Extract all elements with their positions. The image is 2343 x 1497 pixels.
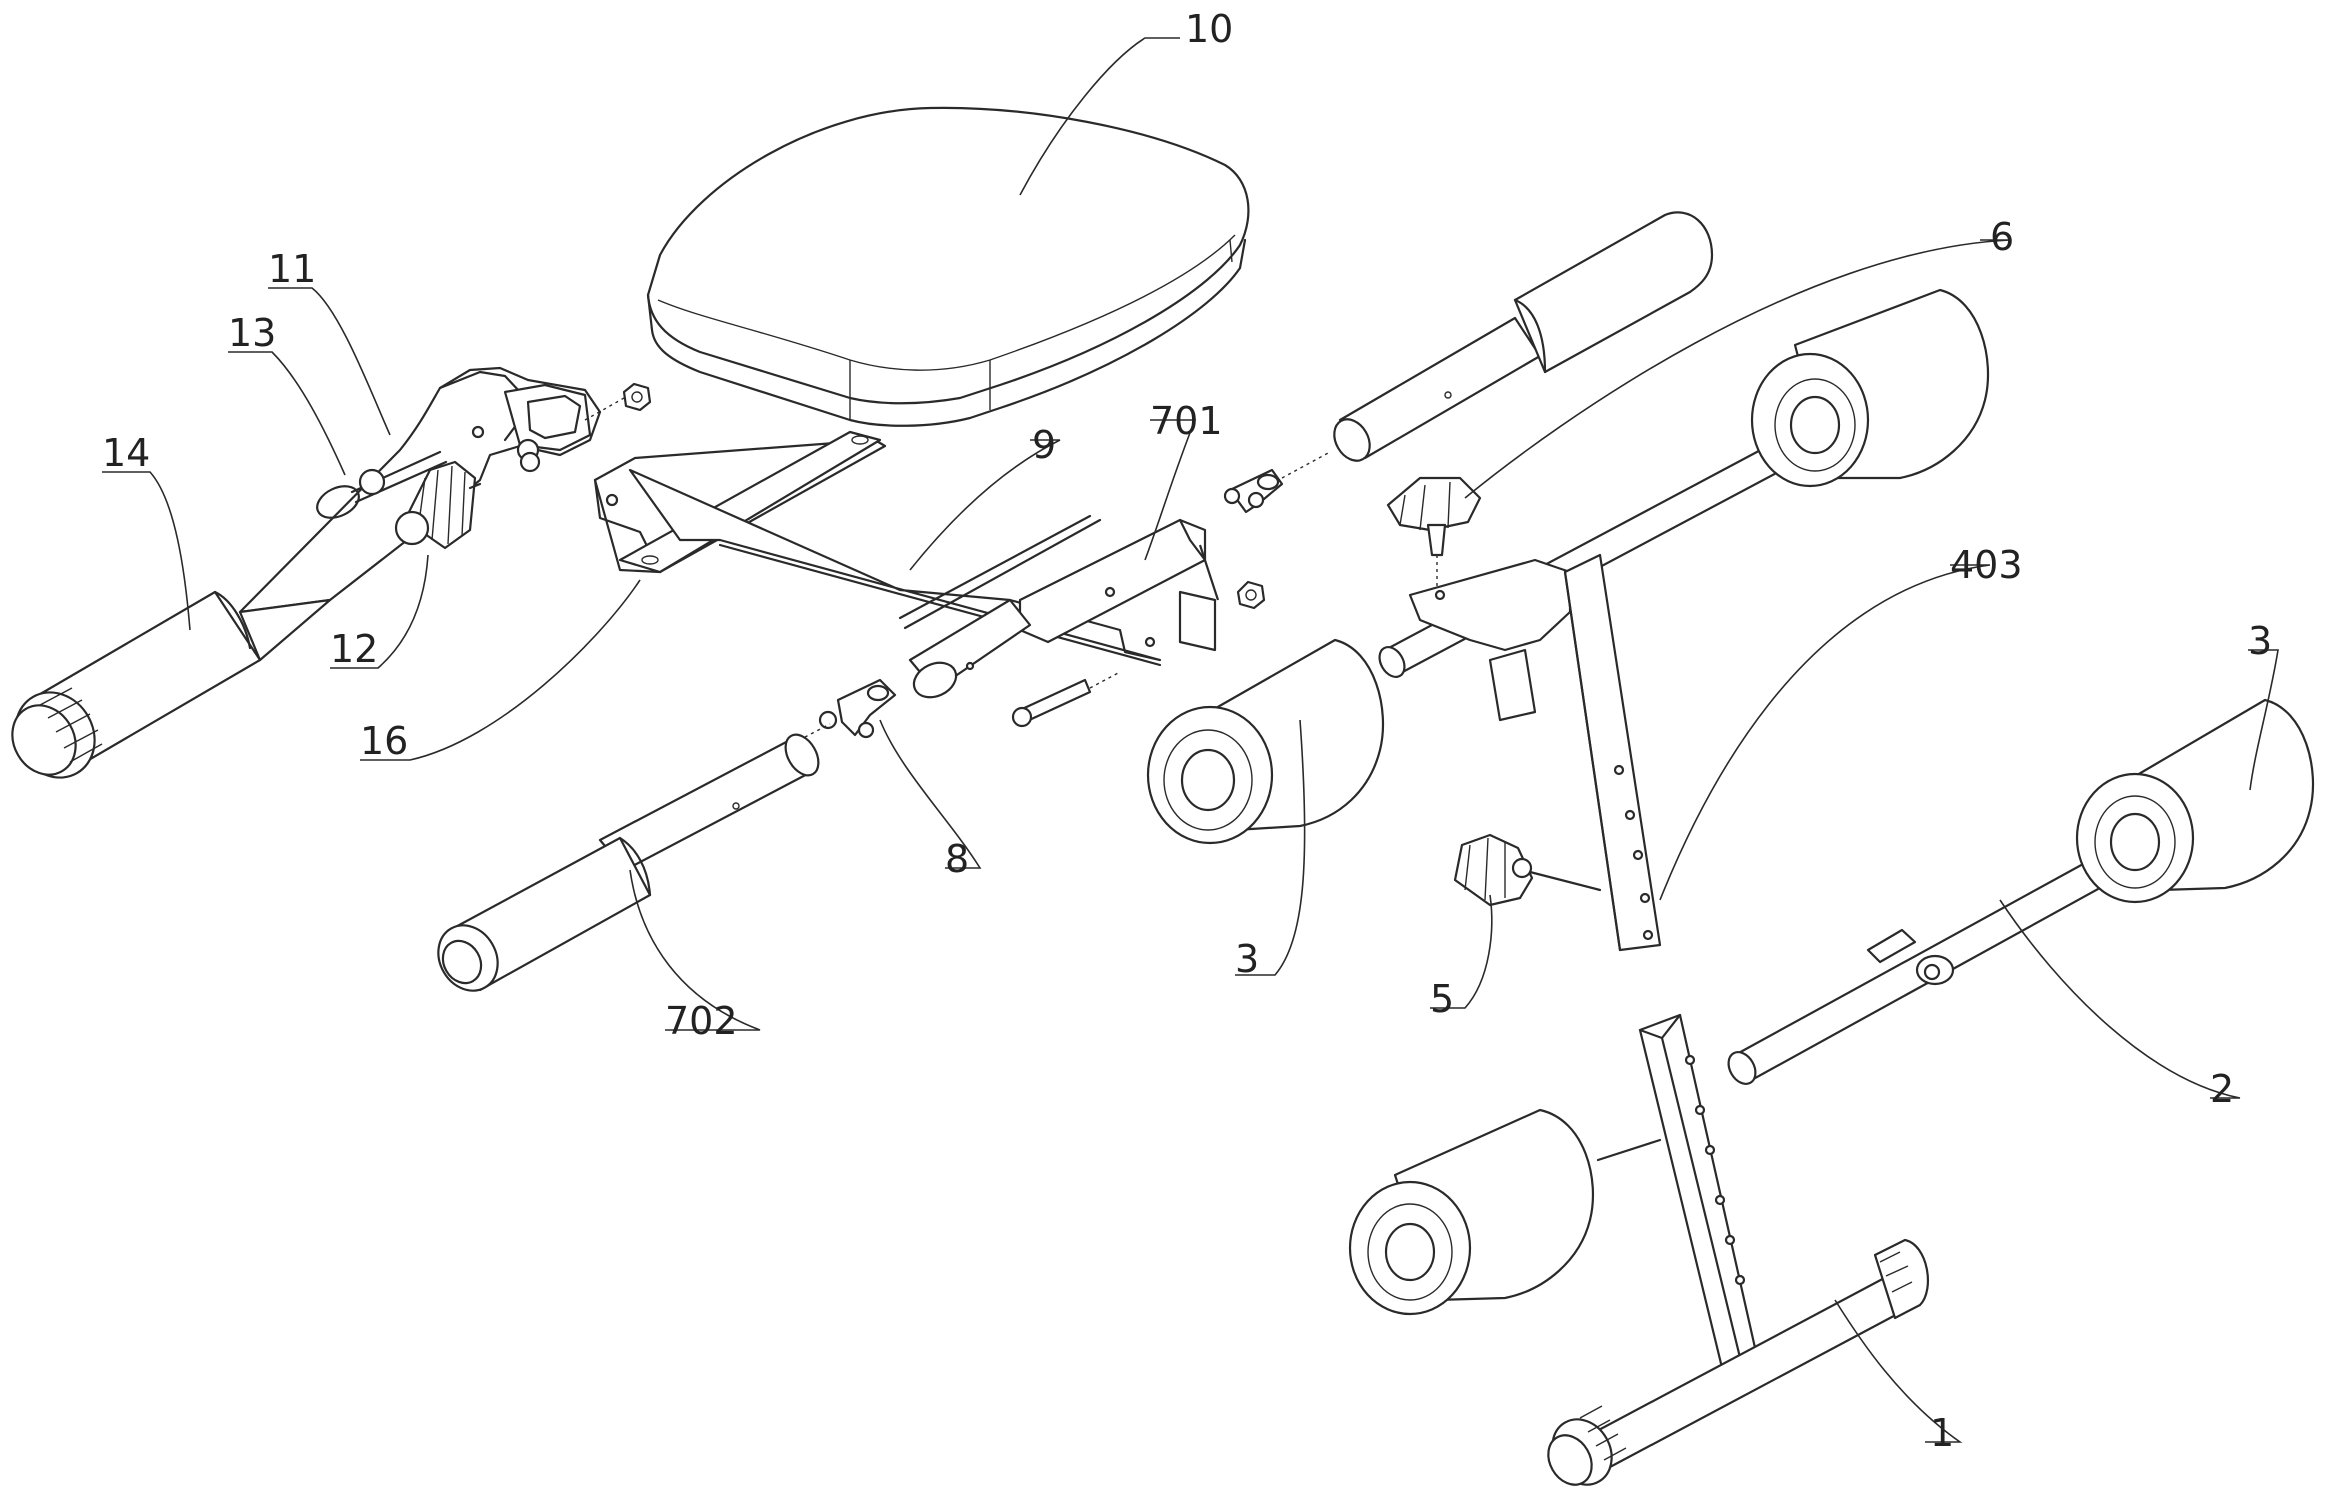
nut-icon bbox=[624, 384, 650, 410]
roller-lower-left bbox=[1350, 1110, 1660, 1314]
part-3-roller-left bbox=[1148, 640, 1383, 843]
label-12: 12 bbox=[330, 627, 378, 671]
part-14-handle-tube bbox=[0, 592, 330, 792]
part-8-clevis-right bbox=[1225, 470, 1282, 512]
label-701: 701 bbox=[1150, 399, 1223, 443]
label-5: 5 bbox=[1430, 977, 1454, 1021]
part-5-knob bbox=[1455, 835, 1600, 905]
bolt-icon bbox=[1013, 680, 1090, 726]
label-8: 8 bbox=[945, 837, 969, 881]
part-403-upright bbox=[1410, 555, 1660, 950]
part-702-extension-left bbox=[427, 729, 825, 1001]
label-13: 13 bbox=[228, 311, 276, 355]
part-701-square-tube bbox=[908, 520, 1218, 704]
label-10: 10 bbox=[1185, 7, 1233, 51]
label-3-right: 3 bbox=[2248, 619, 2272, 663]
label-1: 1 bbox=[1930, 1411, 1954, 1455]
label-14: 14 bbox=[102, 431, 150, 475]
part-3-roller-right bbox=[2077, 700, 2313, 902]
nut-icon-2 bbox=[1238, 582, 1264, 608]
part-2-lower-axle bbox=[1723, 847, 2128, 1089]
label-702: 702 bbox=[665, 999, 738, 1043]
label-11: 11 bbox=[268, 247, 316, 291]
label-16: 16 bbox=[360, 719, 408, 763]
label-6: 6 bbox=[1990, 215, 2014, 259]
label-2: 2 bbox=[2210, 1067, 2234, 1111]
label-9: 9 bbox=[1032, 423, 1056, 467]
label-403: 403 bbox=[1950, 543, 2023, 587]
part-1-base-leg bbox=[1540, 1015, 1928, 1493]
part-702-extension-right bbox=[1327, 212, 1712, 467]
part-3-roller-upper-right bbox=[1752, 290, 1988, 486]
label-3-middle: 3 bbox=[1235, 937, 1259, 981]
part-10-seat-cushion bbox=[648, 108, 1248, 426]
